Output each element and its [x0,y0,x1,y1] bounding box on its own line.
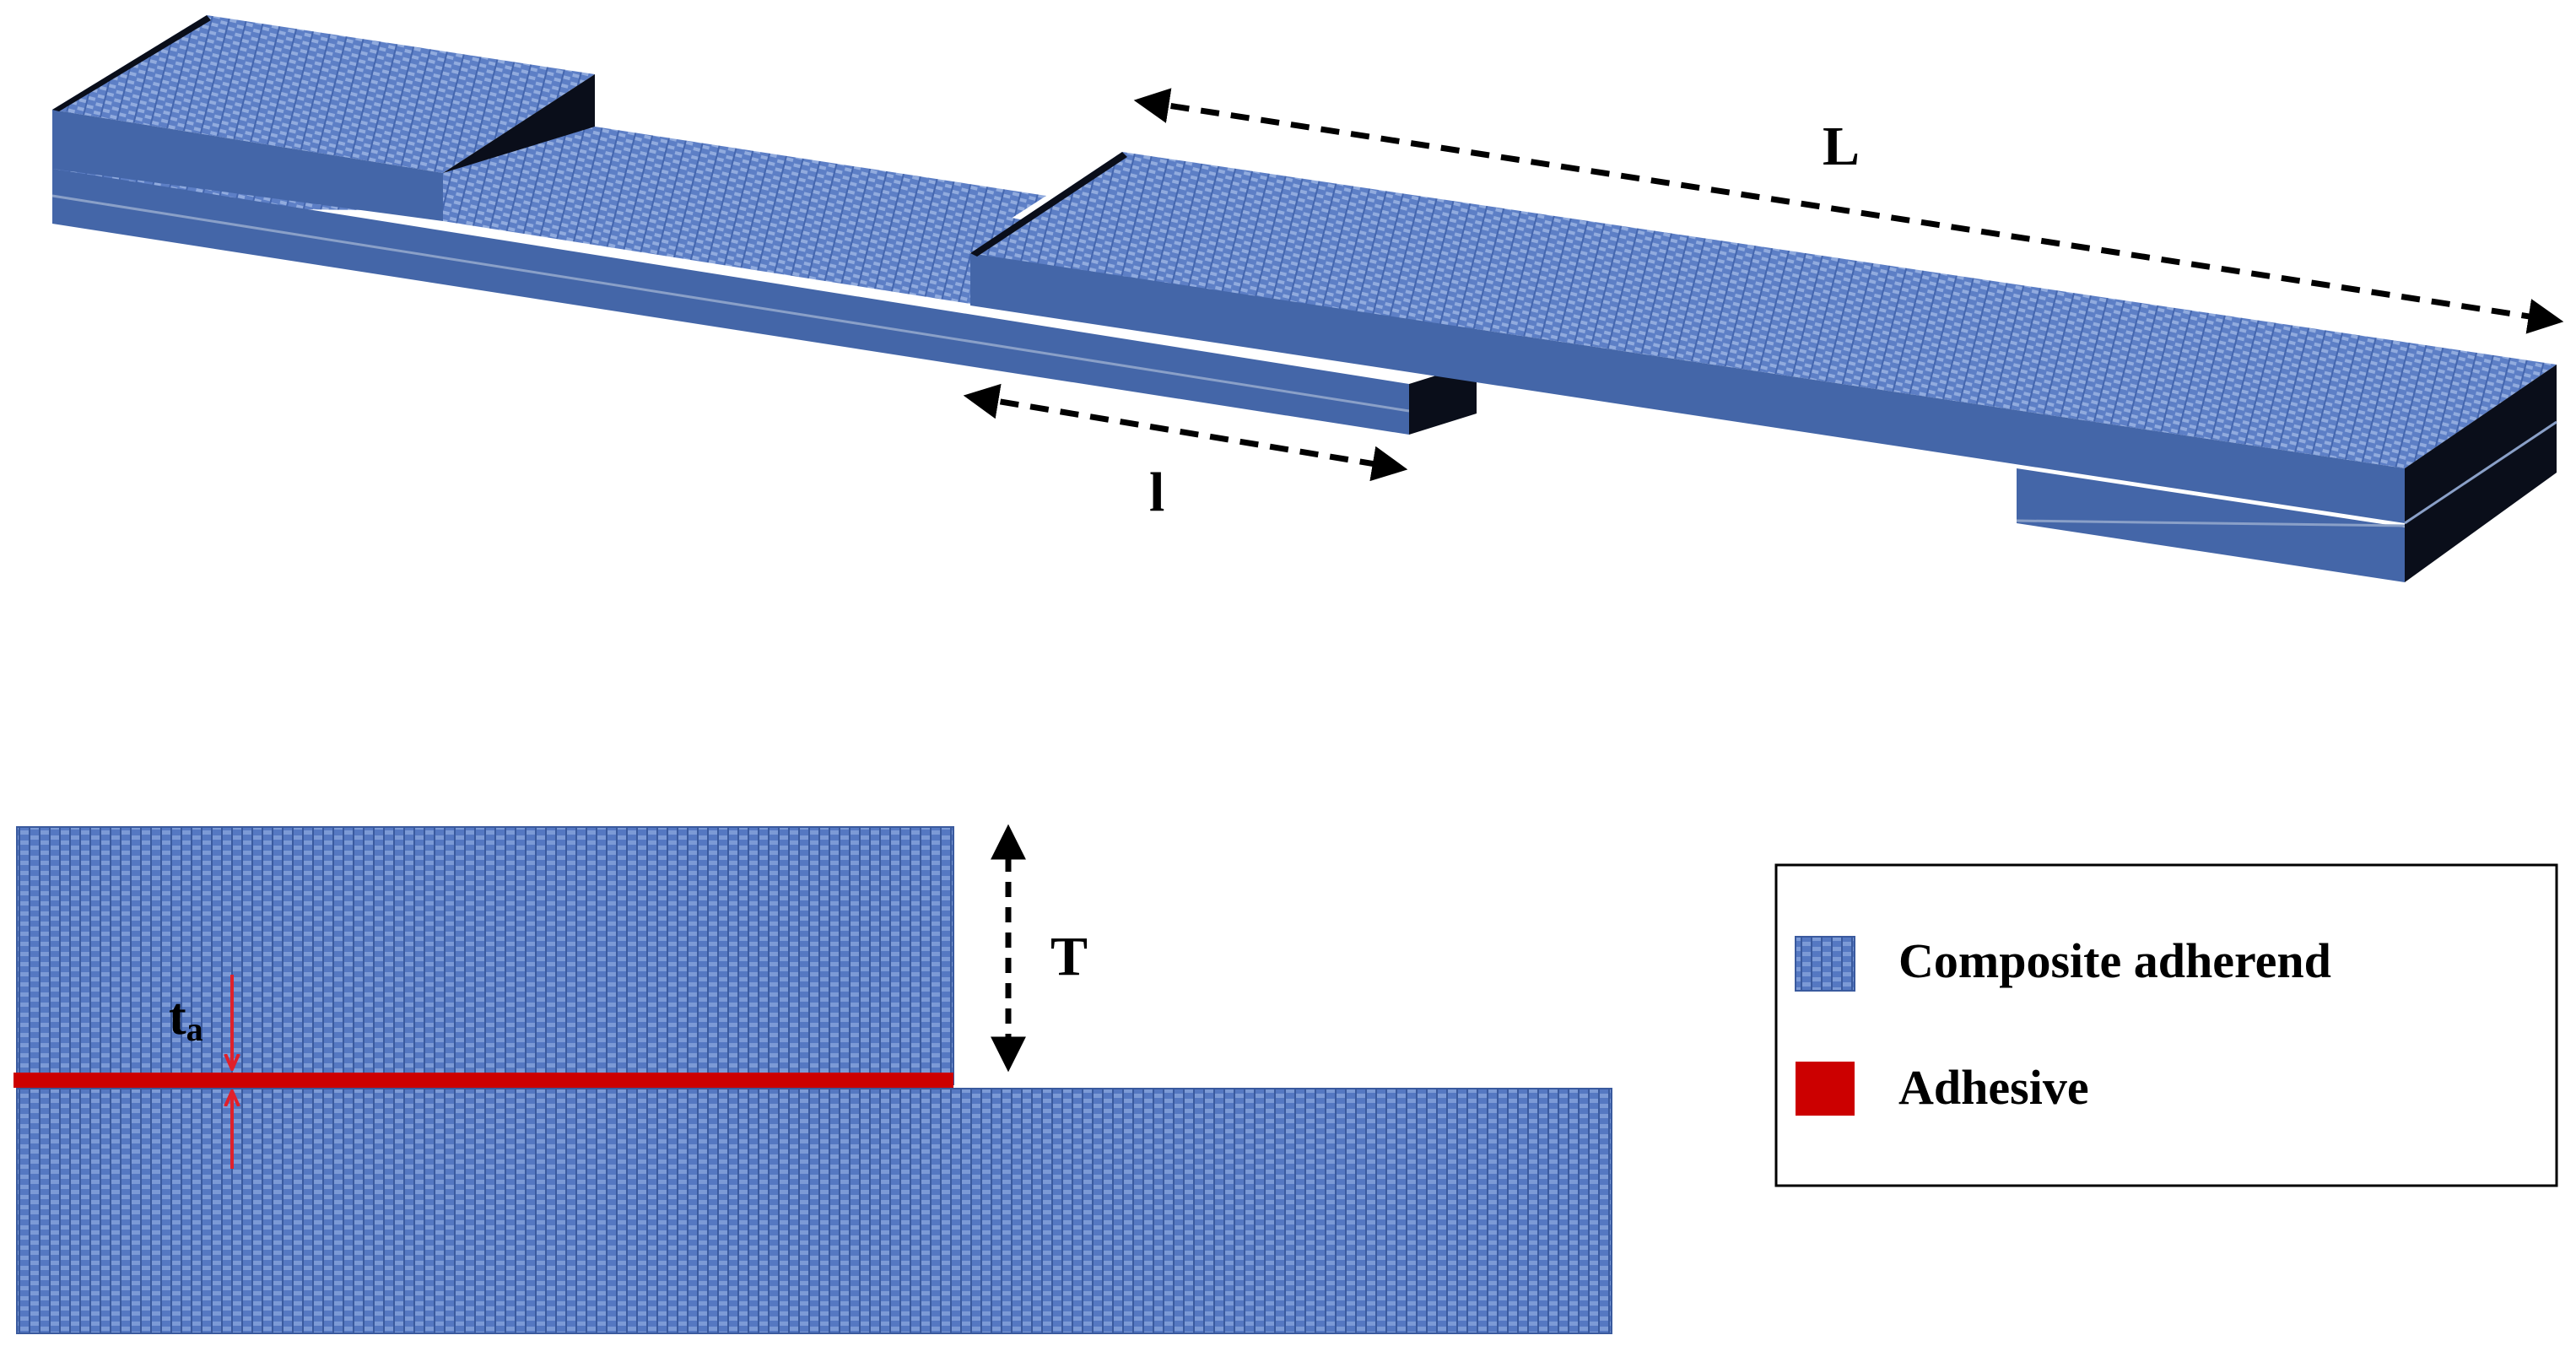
upper-adherend-left-edge [970,152,1127,257]
legend-box [1774,863,2558,1187]
legend-swatch-adhesive [1796,1062,1855,1116]
adhesive-layer [14,1073,953,1088]
side-view: T ta [14,824,1612,1334]
dimension-L-label: L [1823,116,1860,177]
left-tab-top [52,15,595,173]
isometric-view: L l [51,15,2564,582]
dimension-l-label: l [1149,462,1164,523]
legend-label-adhesive: Adhesive [1898,1060,2089,1115]
lower-adherend-front [52,169,1409,435]
upper-adherend-section [16,826,954,1085]
dimension-l-arrow [963,383,1408,482]
dimension-ta-label: ta [169,988,203,1048]
lower-adherend-section [16,1088,1612,1334]
legend-label-composite: Composite adherend [1898,933,2331,988]
dimension-T-label: T [1050,926,1088,987]
lower-adherend-top-strip [443,127,1046,304]
legend: Composite adherend Adhesive [1774,863,2558,1187]
right-tab-front [2017,468,2405,582]
legend-swatch-composite [1795,936,1855,992]
left-tab-left-edge [52,15,211,111]
left-tab-front [52,110,443,221]
dimension-L-arrow [1133,88,2564,334]
lower-adherend-end-side [1409,363,1477,435]
